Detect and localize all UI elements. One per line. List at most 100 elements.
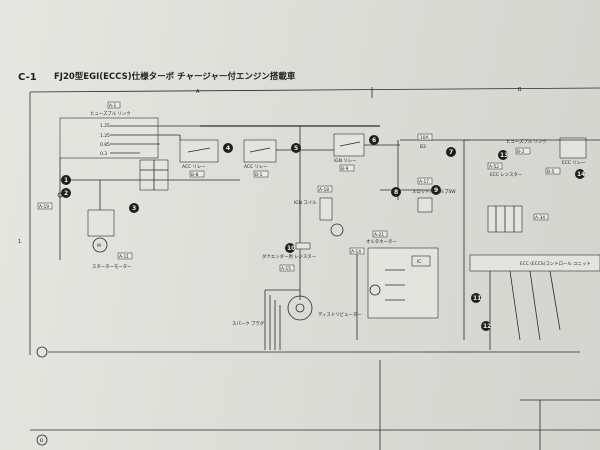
connector-a17 — [417, 177, 433, 185]
connector-b9 — [339, 164, 355, 172]
connector-b5 — [545, 167, 561, 175]
sheet-id: C-1 — [18, 72, 37, 83]
callout-7 — [446, 147, 456, 157]
fusible-link-block — [59, 117, 159, 159]
starter-solenoid — [87, 209, 115, 237]
callout-6-label: 6 — [372, 137, 376, 144]
ecu-out-3 — [529, 270, 541, 341]
connector-a11 — [117, 252, 133, 260]
fuse-4: 0.3 — [100, 151, 107, 157]
ign-relay-label: IGN リレー — [334, 158, 357, 164]
connector-a19-label: A-19 — [39, 204, 49, 210]
distributor-rotor — [295, 303, 305, 313]
acc-relay-2 — [243, 139, 277, 163]
connector-a21-label: A-21 — [374, 232, 384, 238]
connector-a15-label: A-15 — [281, 266, 291, 272]
acc-relay-1-switch — [187, 147, 211, 153]
callout-2-label: 2 — [64, 190, 68, 197]
ecu-out-4 — [549, 270, 561, 331]
connector-a14-label: A-14 — [351, 249, 361, 255]
callout-6 — [369, 135, 379, 145]
callout-8 — [391, 187, 401, 197]
fuse-2: 1.25 — [100, 133, 110, 139]
callout-1-label: 1 — [64, 177, 68, 184]
diagram-title: FJ20型EGI(ECCS)仕様ターボ チャージャー付エンジン搭載車 — [54, 71, 296, 82]
row-b-label: B — [40, 438, 43, 444]
fuse-10a-tag: B3 — [420, 144, 426, 150]
connector-b8 — [189, 170, 205, 178]
callout-3-label: 3 — [132, 205, 136, 212]
callout-9 — [431, 185, 441, 195]
connector-a1 — [107, 101, 121, 109]
callout-14-label: 14 — [577, 171, 585, 178]
connector-a18 — [317, 185, 333, 193]
motor-m-label: M — [97, 243, 101, 249]
connector-b5-label: B-5 — [547, 169, 555, 175]
ecc-resistor-label: ECC レジスター — [490, 171, 522, 178]
distributor-symbol — [287, 295, 313, 321]
connector-a18-label: A-18 — [319, 187, 329, 193]
callout-1 — [61, 175, 71, 185]
column-a-label: A — [196, 89, 200, 95]
callout-5-label: 5 — [294, 145, 298, 152]
ign-relay — [333, 133, 365, 157]
alternator-ic-label: IC — [417, 259, 421, 265]
callout-4-label: 4 — [226, 145, 230, 152]
connector-a17-label: A-17 — [419, 179, 429, 185]
throttle-valve-sw — [417, 197, 433, 213]
callout-14 — [575, 169, 585, 179]
connector-b8-label: B-8 — [191, 172, 199, 178]
starter-motor-label: スターターモーター — [92, 263, 132, 270]
callout-9-label: 9 — [434, 187, 438, 194]
ign-coil-label: IGN コイル — [294, 200, 317, 206]
callout-13 — [498, 150, 508, 160]
callout-11 — [471, 293, 481, 303]
connector-b2-label: B-2 — [517, 149, 525, 155]
connector-a21 — [372, 230, 388, 238]
connector-a15 — [279, 264, 295, 272]
ign-transistor — [330, 223, 344, 237]
frame-top — [29, 87, 600, 93]
connector-a34 — [533, 213, 549, 221]
row-circle-top — [36, 346, 48, 358]
acc-relay-1 — [179, 139, 219, 163]
callout-10-label: 10 — [287, 245, 295, 252]
connector-b1 — [253, 170, 269, 178]
callout-7-label: 7 — [449, 149, 453, 156]
fusible-link-b-label: ヒューズブル リンク — [506, 138, 547, 145]
callout-11-label: 11 — [473, 295, 481, 302]
callout-8-label: 8 — [394, 189, 398, 196]
fusible-link-label: ヒューズブル リンク — [90, 110, 131, 117]
row-circle-b — [36, 434, 48, 446]
dc-resistor-label: ダクエンダー用 レジスター — [262, 253, 316, 260]
callout-3 — [129, 203, 139, 213]
ecc-control-unit — [469, 254, 600, 272]
connector-a34-label: A-34 — [535, 215, 545, 221]
ecc-relay-label: ECC リレー — [562, 160, 585, 166]
callout-12 — [481, 321, 491, 331]
fuse-10a-label: 10A — [420, 135, 429, 141]
ign-relay-switch — [339, 141, 361, 147]
ecc-control-unit-label: ECC (ECCS)コントロール ユニット — [520, 261, 591, 267]
ign-coil-symbol — [319, 197, 333, 221]
acc-relay-2-switch — [249, 147, 271, 153]
callout-group: 1 2 3 4 5 6 7 8 9 10 11 12 13 14 — [61, 135, 585, 331]
callout-12-label: 12 — [483, 323, 491, 330]
connector-b1-label: B-1 — [255, 172, 263, 178]
connector-a1-label: A-1 — [109, 103, 116, 109]
callout-13-label: 13 — [500, 152, 508, 159]
callout-5 — [291, 143, 301, 153]
fuse-1: 1.25 — [100, 123, 110, 129]
connector-a11-label: A-11 — [119, 254, 129, 260]
callout-4 — [223, 143, 233, 153]
connector-a52 — [487, 162, 503, 170]
connector-a52-label: A-52 — [489, 164, 499, 170]
ecc-relay — [559, 137, 587, 159]
connector-b9-label: B-9 — [341, 166, 349, 172]
alternator-ic — [411, 255, 431, 267]
ecu-out-2 — [509, 270, 521, 341]
connector-a19 — [37, 202, 53, 210]
alternator-stator — [369, 284, 381, 296]
acc-relay-2-label: ACC リレー — [244, 164, 268, 170]
